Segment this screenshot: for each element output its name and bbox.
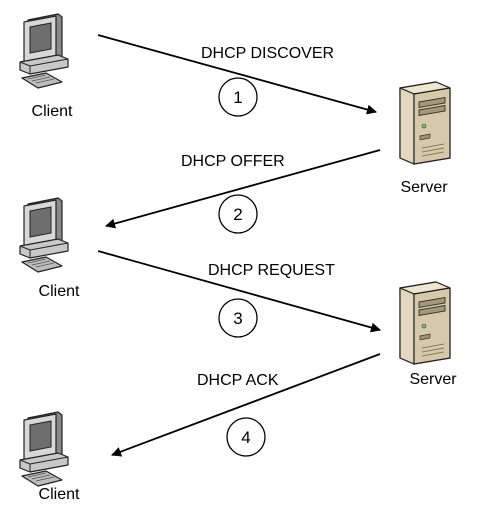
server-2: Server [399,281,457,388]
client-2: Client [19,197,80,300]
client-2-label: Client [39,283,80,300]
server-2-label: Server [409,371,457,388]
message-label-ack: DHCP ACK [197,372,279,389]
step-4: 4 [226,417,266,457]
step-circle [218,194,258,234]
step-circle [218,77,258,117]
computer-icon [19,411,69,487]
step-2: 2 [218,194,258,234]
step-circle [218,298,258,338]
step-3: 3 [218,298,258,338]
step-circle [226,417,266,457]
message-label-request: DHCP REQUEST [208,262,335,279]
computer-icon [19,197,69,273]
step-number: 2 [233,205,242,224]
step-number: 1 [233,88,242,107]
step-1: 1 [218,77,258,117]
client-3: Client [19,411,80,503]
client-1: Client [19,13,73,120]
server-tower-icon [399,81,451,165]
step-number: 4 [241,428,250,447]
arrow-offer [105,149,381,229]
server-1-label: Server [400,179,448,196]
arrow-discover [97,34,377,115]
arrow-request [97,250,381,333]
message-label-offer: DHCP OFFER [181,153,285,170]
message-label-discover: DHCP DISCOVER [201,45,334,62]
server-1: Server [399,81,451,196]
step-number: 3 [233,309,242,328]
computer-icon [19,13,69,89]
client-3-label: Client [39,486,80,503]
arrow-ack [111,353,381,457]
server-tower-icon [399,281,451,365]
client-1-label: Client [32,103,73,120]
